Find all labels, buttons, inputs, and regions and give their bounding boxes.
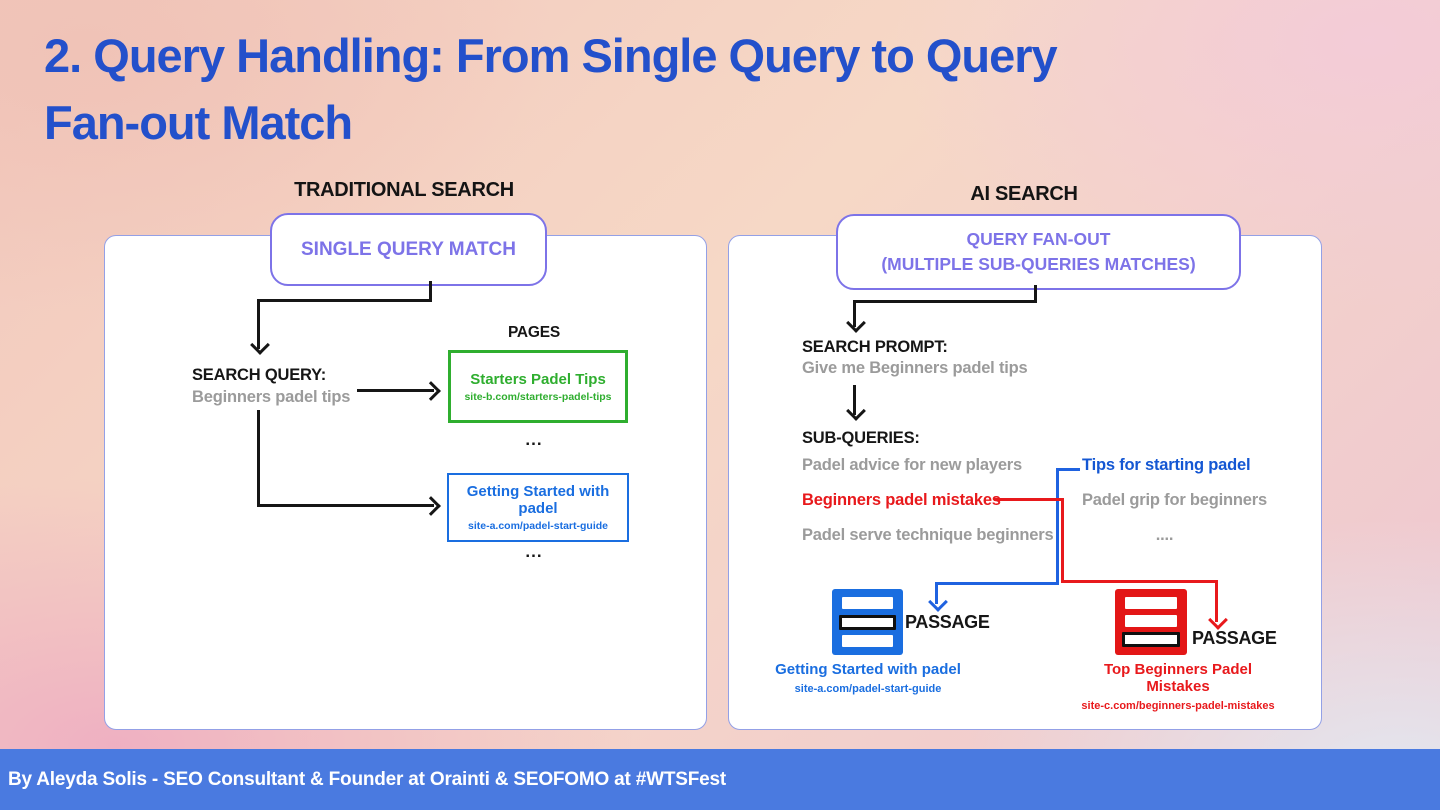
document-line bbox=[1125, 614, 1177, 627]
ai-result-blue: Getting Started with padel site-a.com/pa… bbox=[768, 661, 968, 695]
document-icon-blue bbox=[832, 589, 903, 655]
sub-query-item-red: Beginners padel mistakes bbox=[802, 491, 1001, 509]
sub-query-item: Padel grip for beginners bbox=[1082, 491, 1267, 509]
ai-result-red-title: Top Beginners Padel Mistakes bbox=[1103, 661, 1253, 695]
single-query-match-label: SINGLE QUERY MATCH bbox=[301, 238, 516, 260]
connector-line bbox=[1034, 285, 1037, 303]
ai-search-heading: AI SEARCH bbox=[970, 183, 1078, 205]
red-connector-line bbox=[1061, 580, 1218, 583]
blue-connector-line bbox=[935, 582, 938, 604]
sub-query-item: .... bbox=[1155, 526, 1174, 544]
sub-query-item: Padel advice for new players bbox=[802, 456, 1023, 474]
blue-connector-line bbox=[1056, 468, 1080, 471]
traditional-search-heading: TRADITIONAL SEARCH bbox=[294, 179, 514, 201]
ellipsis: ... bbox=[525, 542, 543, 561]
blue-connector-line bbox=[1056, 468, 1059, 585]
slide-title: 2. Query Handling: From Single Query to … bbox=[44, 22, 1384, 156]
connector-line bbox=[429, 281, 432, 302]
connector-line bbox=[257, 299, 260, 349]
sub-queries-label: SUB-QUERIES: bbox=[802, 429, 920, 447]
document-line bbox=[842, 597, 893, 609]
search-prompt-value: Give me Beginners padel tips bbox=[802, 359, 1028, 377]
pages-label: PAGES bbox=[507, 324, 561, 341]
result-card-blue: Getting Started with padel site-a.com/pa… bbox=[447, 473, 629, 542]
connector-line bbox=[257, 299, 432, 302]
document-line bbox=[842, 635, 893, 647]
sub-query-item: Padel serve technique beginners bbox=[802, 526, 1054, 544]
connector-line bbox=[257, 504, 434, 507]
red-connector-line bbox=[1061, 498, 1064, 583]
red-connector-line bbox=[994, 498, 1064, 501]
slide-title-line2: Fan-out Match bbox=[44, 96, 353, 149]
result-green-title: Starters Padel Tips bbox=[470, 370, 606, 388]
ai-result-blue-url: site-a.com/padel-start-guide bbox=[794, 683, 942, 695]
passage-label-blue: PASSAGE bbox=[905, 612, 990, 632]
result-blue-title: Getting Started with padel bbox=[466, 483, 610, 517]
document-line bbox=[1125, 597, 1177, 609]
footer-credit-text: By Aleyda Solis - SEO Consultant & Found… bbox=[8, 768, 726, 790]
connector-line bbox=[257, 410, 260, 507]
result-blue-url: site-a.com/padel-start-guide bbox=[467, 520, 609, 532]
ellipsis: ... bbox=[525, 430, 543, 449]
highlighted-passage-bar bbox=[839, 614, 896, 630]
search-query-label: SEARCH QUERY: bbox=[192, 366, 326, 384]
result-card-green: Starters Padel Tips site-b.com/starters-… bbox=[448, 350, 628, 423]
query-fanout-label-line1: QUERY FAN-OUT bbox=[966, 229, 1111, 249]
query-fanout-pill: QUERY FAN-OUT (MULTIPLE SUB-QUERIES MATC… bbox=[836, 214, 1241, 290]
connector-line bbox=[853, 300, 856, 327]
search-query-value: Beginners padel tips bbox=[192, 388, 351, 406]
connector-line bbox=[357, 389, 434, 392]
sub-query-item-blue: Tips for starting padel bbox=[1082, 456, 1251, 474]
connector-line bbox=[853, 300, 1037, 303]
highlighted-passage-bar bbox=[1122, 632, 1180, 647]
blue-connector-line bbox=[935, 582, 1059, 585]
red-connector-line bbox=[1215, 580, 1218, 622]
passage-label-red: PASSAGE bbox=[1192, 628, 1277, 648]
slide-title-line1: 2. Query Handling: From Single Query to … bbox=[44, 29, 1058, 82]
single-query-match-pill: SINGLE QUERY MATCH bbox=[270, 213, 547, 286]
query-fanout-label-line2: (MULTIPLE SUB-QUERIES MATCHES) bbox=[881, 254, 1196, 274]
ai-result-red: Top Beginners Padel Mistakes site-c.com/… bbox=[1072, 661, 1284, 712]
footer-credit-bar: By Aleyda Solis - SEO Consultant & Found… bbox=[0, 749, 1440, 810]
result-green-url: site-b.com/starters-padel-tips bbox=[464, 390, 612, 403]
ai-result-red-url: site-c.com/beginners-padel-mistakes bbox=[1081, 700, 1275, 712]
connector-line bbox=[853, 385, 856, 415]
search-prompt-label: SEARCH PROMPT: bbox=[802, 338, 948, 356]
ai-result-blue-title: Getting Started with padel bbox=[775, 661, 961, 678]
document-icon-red bbox=[1115, 589, 1187, 655]
ai-search-panel bbox=[728, 235, 1322, 730]
